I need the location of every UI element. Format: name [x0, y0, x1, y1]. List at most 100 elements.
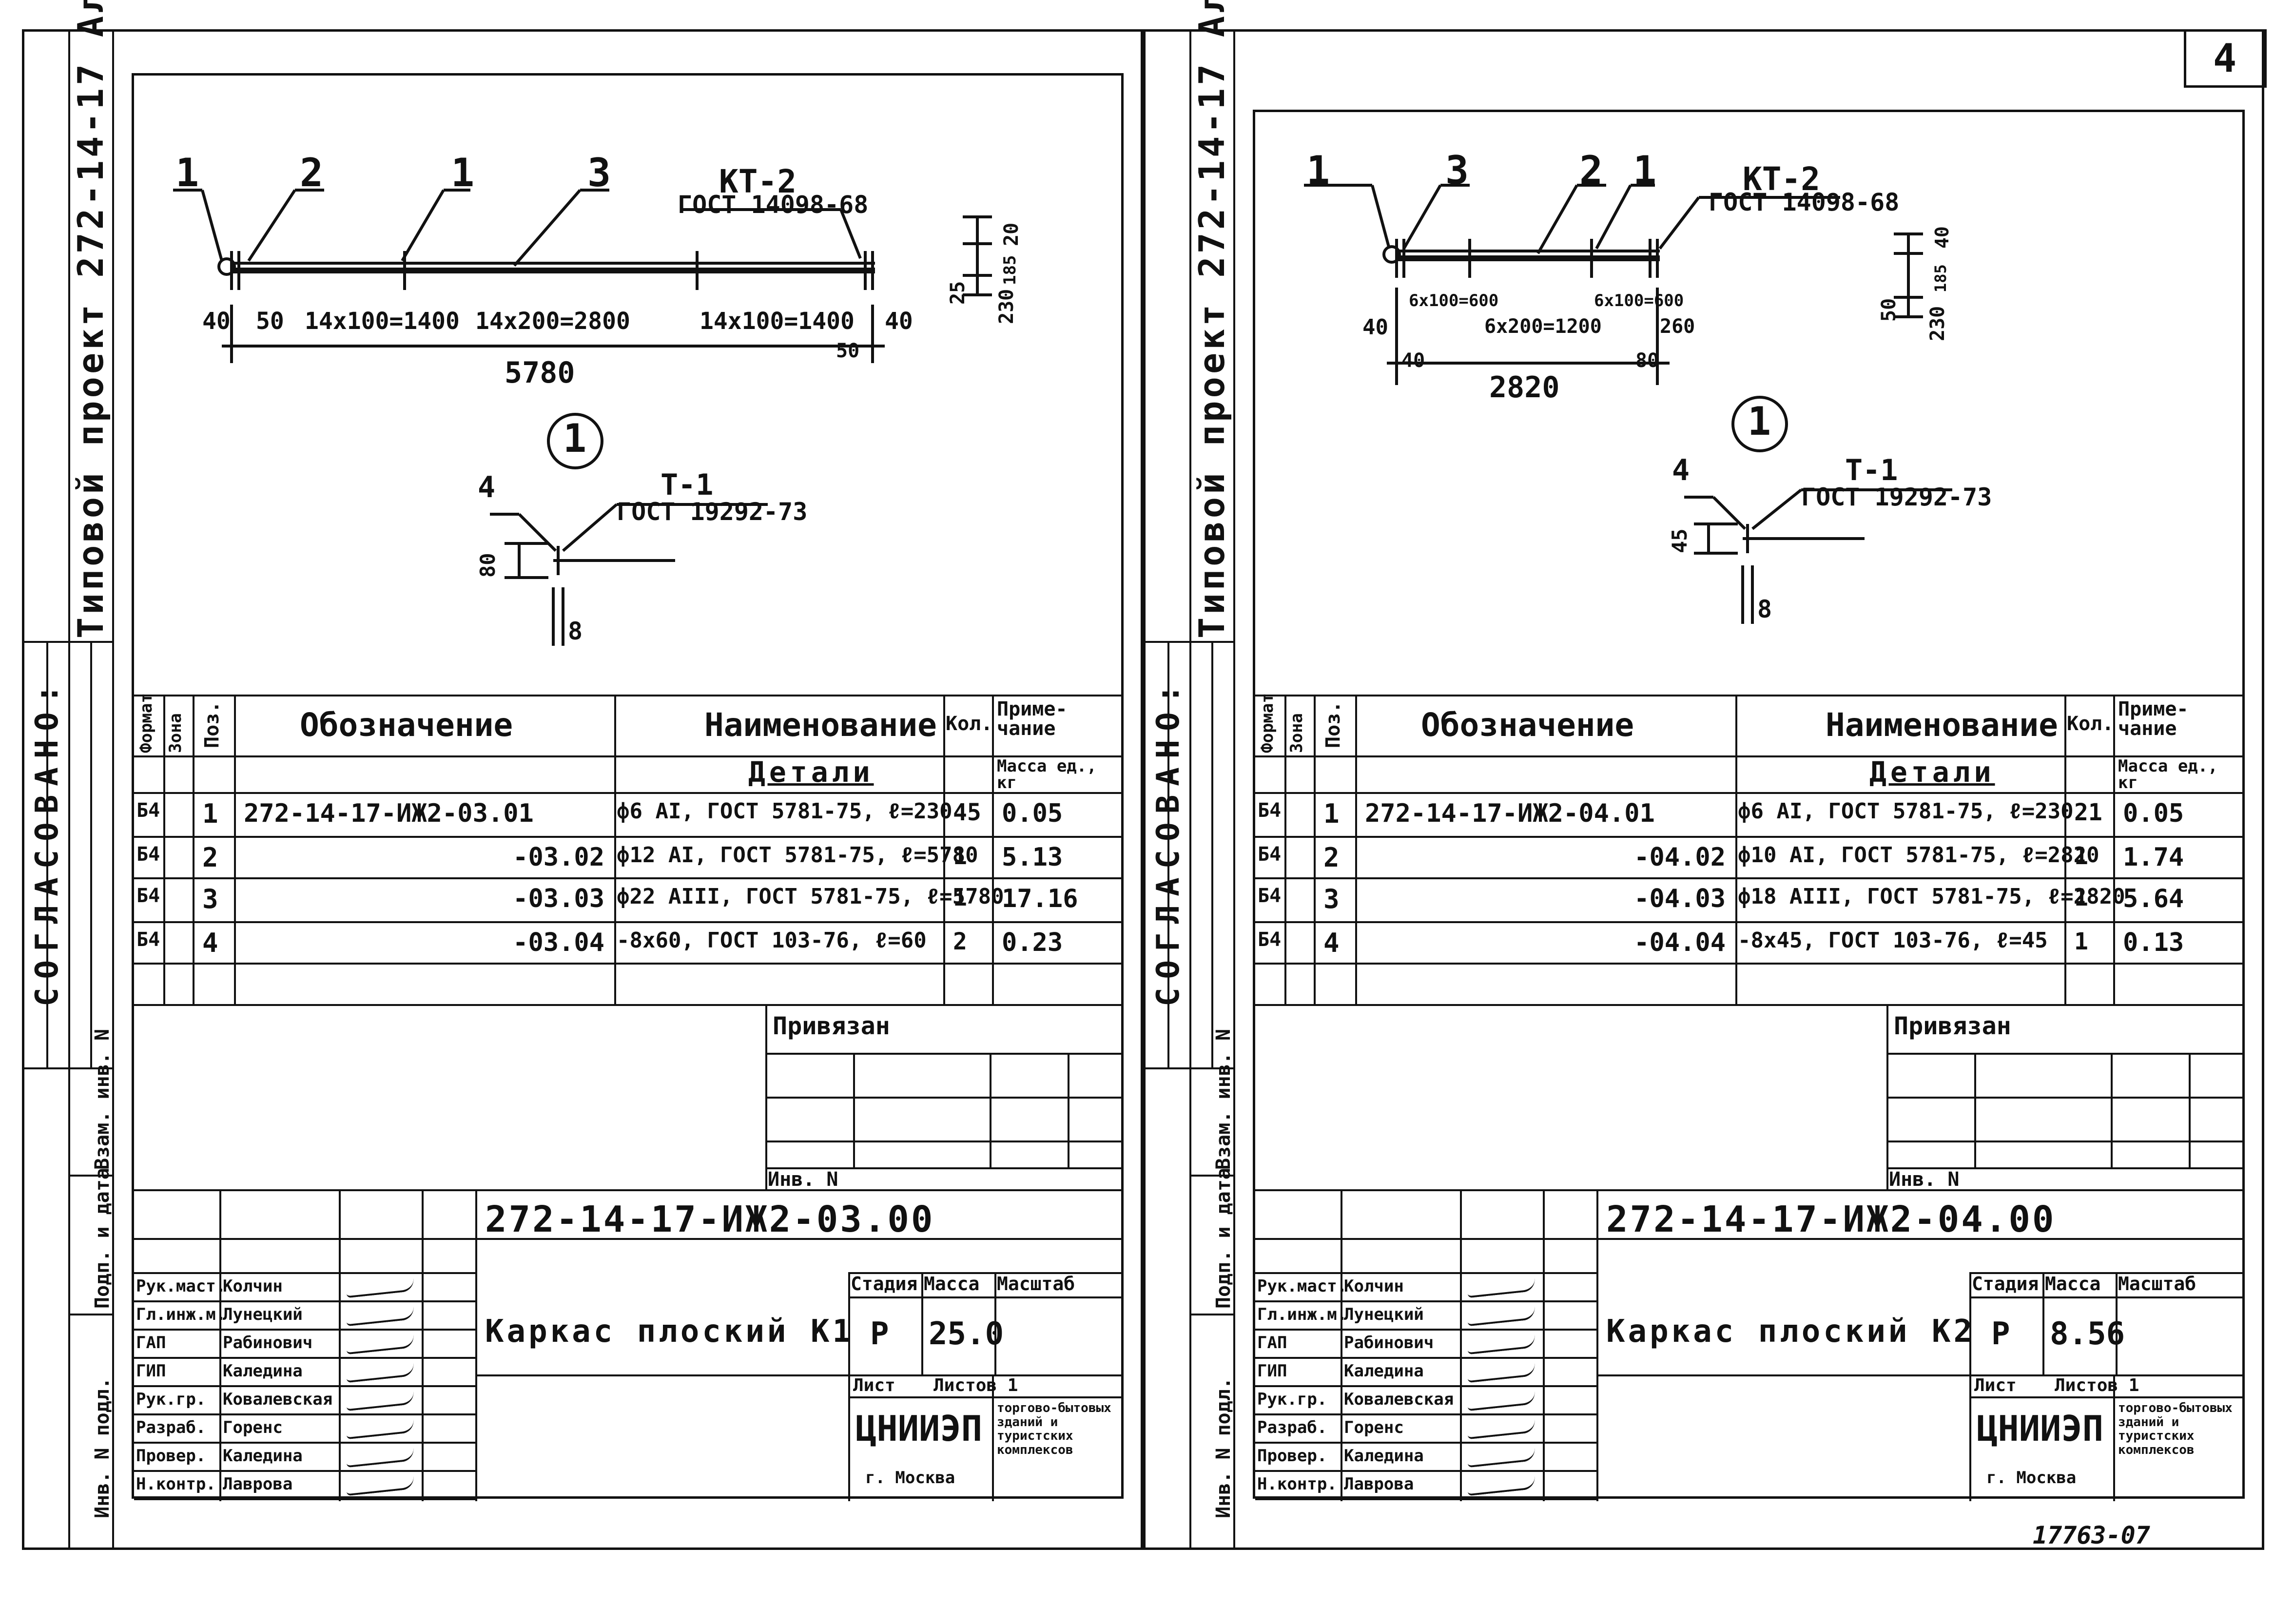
- stage-label-r: Стадия: [1972, 1273, 2039, 1295]
- role-divider: [1255, 1413, 1596, 1415]
- org-name: ЦНИИЭП: [855, 1408, 983, 1449]
- role-person: Лунецкий: [223, 1305, 303, 1324]
- signature-scribble: [346, 1391, 415, 1411]
- dim-50a: 50: [256, 308, 284, 335]
- role-person: Каледина: [1344, 1446, 1424, 1466]
- signature-scribble: [346, 1306, 415, 1327]
- role-divider: [134, 1498, 475, 1500]
- dim-total: 5780: [505, 356, 575, 390]
- col-zone-r: Зона: [1287, 713, 1306, 753]
- signature-scribble: [1467, 1391, 1536, 1411]
- dim-b: 14x200=2800: [475, 308, 630, 335]
- role-divider: [134, 1385, 475, 1387]
- row-qty: 21: [2074, 799, 2102, 826]
- signature-scribble: [1467, 1334, 1536, 1355]
- detail-number-r: 1: [1748, 399, 1771, 444]
- row-name: -8x60, ГОСТ 103-76, ℓ=60: [617, 928, 927, 953]
- role-person: Рабинович: [1344, 1333, 1434, 1353]
- col-designation-r: Обозначение: [1421, 706, 1634, 744]
- role-title: Провер.: [1257, 1446, 1327, 1466]
- frame-elevation-drawing-r: [1304, 184, 1952, 624]
- row-qty: 45: [953, 799, 981, 826]
- col-note-r: Приме-чание: [2118, 698, 2189, 740]
- role-divider: [1255, 1470, 1596, 1472]
- role-title: Н.контр.: [1257, 1474, 1337, 1494]
- row-name: ф22 АIII, ГОСТ 5781-75, ℓ=5780: [617, 884, 1004, 909]
- t-gost-r: ГОСТ 19292-73: [1801, 483, 1992, 511]
- callout-3: 1: [451, 150, 475, 195]
- row-mass: 0.23: [1002, 928, 1063, 957]
- row-pos: 4: [1323, 928, 1340, 958]
- t-label-r: Т-1: [1845, 453, 1898, 487]
- bound-label-r: Привязан: [1894, 1012, 2011, 1040]
- dim-b-r: 6x200=1200: [1484, 315, 1602, 338]
- col-qty: Кол.: [946, 713, 993, 735]
- role-title: Разраб.: [1257, 1418, 1327, 1437]
- kt-gost-r: ГОСТ 14098-68: [1709, 188, 1900, 216]
- dim-c: 14x100=1400: [700, 308, 855, 335]
- col-zone: Зона: [166, 713, 185, 753]
- role-person: Каледина: [223, 1361, 303, 1381]
- row-designation: -03.04: [513, 928, 604, 957]
- role-divider: [134, 1413, 475, 1415]
- role-title: Разраб.: [136, 1418, 206, 1437]
- role-person: Ковалевская: [223, 1390, 333, 1409]
- role-title: ГИП: [1257, 1361, 1287, 1381]
- mass-value-r: 8.56: [2050, 1316, 2125, 1352]
- kt-label: КТ-2: [719, 163, 797, 200]
- role-person: Каледина: [223, 1446, 303, 1466]
- signature-scribble: [1467, 1448, 1536, 1468]
- row-mass: 5.64: [2123, 884, 2184, 913]
- row-format: Б4: [1258, 799, 1282, 822]
- doc-code-r: 272-14-17-ИЖ2-04.00: [1606, 1199, 2056, 1240]
- callout-4-r: 1: [1633, 148, 1657, 193]
- detail-dim: 80: [476, 553, 500, 578]
- row-format: Б4: [1258, 843, 1282, 866]
- signature-scribble: [1467, 1476, 1536, 1496]
- sheets-label: Листов 1: [933, 1375, 1018, 1395]
- row-pos: 4: [202, 928, 218, 958]
- org-desc-r: торгово-бытовых зданий и туристских комп…: [2118, 1401, 2233, 1457]
- row-pos: 3: [1323, 884, 1340, 914]
- callout-3-r: 2: [1579, 148, 1603, 193]
- mass-label: Масса ед., кг: [997, 756, 1097, 793]
- row-designation: -03.02: [513, 843, 604, 872]
- sec-dim-3: 25: [947, 281, 969, 305]
- sec-dim-4: 230: [995, 289, 1018, 324]
- role-title: Провер.: [136, 1446, 206, 1466]
- role-person: Лунецкий: [1344, 1305, 1424, 1324]
- t-gost: ГОСТ 19292-73: [617, 498, 808, 526]
- signature-scribble: [346, 1278, 415, 1298]
- row-name: ф10 АI, ГОСТ 5781-75, ℓ=2820: [1738, 843, 2099, 868]
- row-mass: 1.74: [2123, 843, 2184, 872]
- mass-col-label: Масса: [924, 1273, 980, 1295]
- inv-label-r: Инв. N: [1889, 1168, 1960, 1191]
- signature-scribble: [1467, 1419, 1536, 1440]
- sec-dim-2-r: 185: [1931, 264, 1950, 292]
- sheet-label-r: Лист: [1974, 1375, 2017, 1395]
- row-pos: 2: [202, 842, 218, 873]
- scale-label: Масштаб: [997, 1273, 1075, 1295]
- row-mass: 5.13: [1002, 843, 1063, 872]
- side-cell-replace: Взам. инв. N: [91, 1029, 114, 1170]
- col-pos-r: Поз.: [1322, 701, 1344, 748]
- callout-1-r: 1: [1306, 148, 1330, 193]
- role-divider: [1255, 1385, 1596, 1387]
- inner-frame: 1 2 1 3 КТ-2 ГОСТ 14098-68 40 50 14x100=…: [132, 73, 1124, 1501]
- detail-pos-r: 4: [1672, 453, 1690, 487]
- role-divider: [134, 1470, 475, 1472]
- row-format: Б4: [136, 928, 160, 951]
- role-title: Рук.маст.: [136, 1276, 226, 1296]
- detail-thk-r: 8: [1757, 595, 1772, 623]
- callout-2-r: 3: [1445, 148, 1469, 193]
- side-cell-inv-r: Инв. N подл.: [1212, 1377, 1235, 1518]
- section-label-r: Детали: [1869, 755, 1995, 789]
- detail-thk: 8: [568, 617, 583, 645]
- t-label: Т-1: [661, 468, 714, 502]
- side-title: Типовой проект 272-14-17 Альбом VII: [70, 0, 111, 638]
- sheet-label: Лист: [853, 1375, 895, 1395]
- side-stamp-r: СОГЛАСОВАНО:: [1150, 676, 1186, 1006]
- row-qty: 1: [953, 884, 967, 911]
- sheet-right: 4 Типовой проект 272-14-17 Альбом VII СО…: [1143, 0, 2267, 1550]
- col-pos: Поз.: [201, 701, 223, 748]
